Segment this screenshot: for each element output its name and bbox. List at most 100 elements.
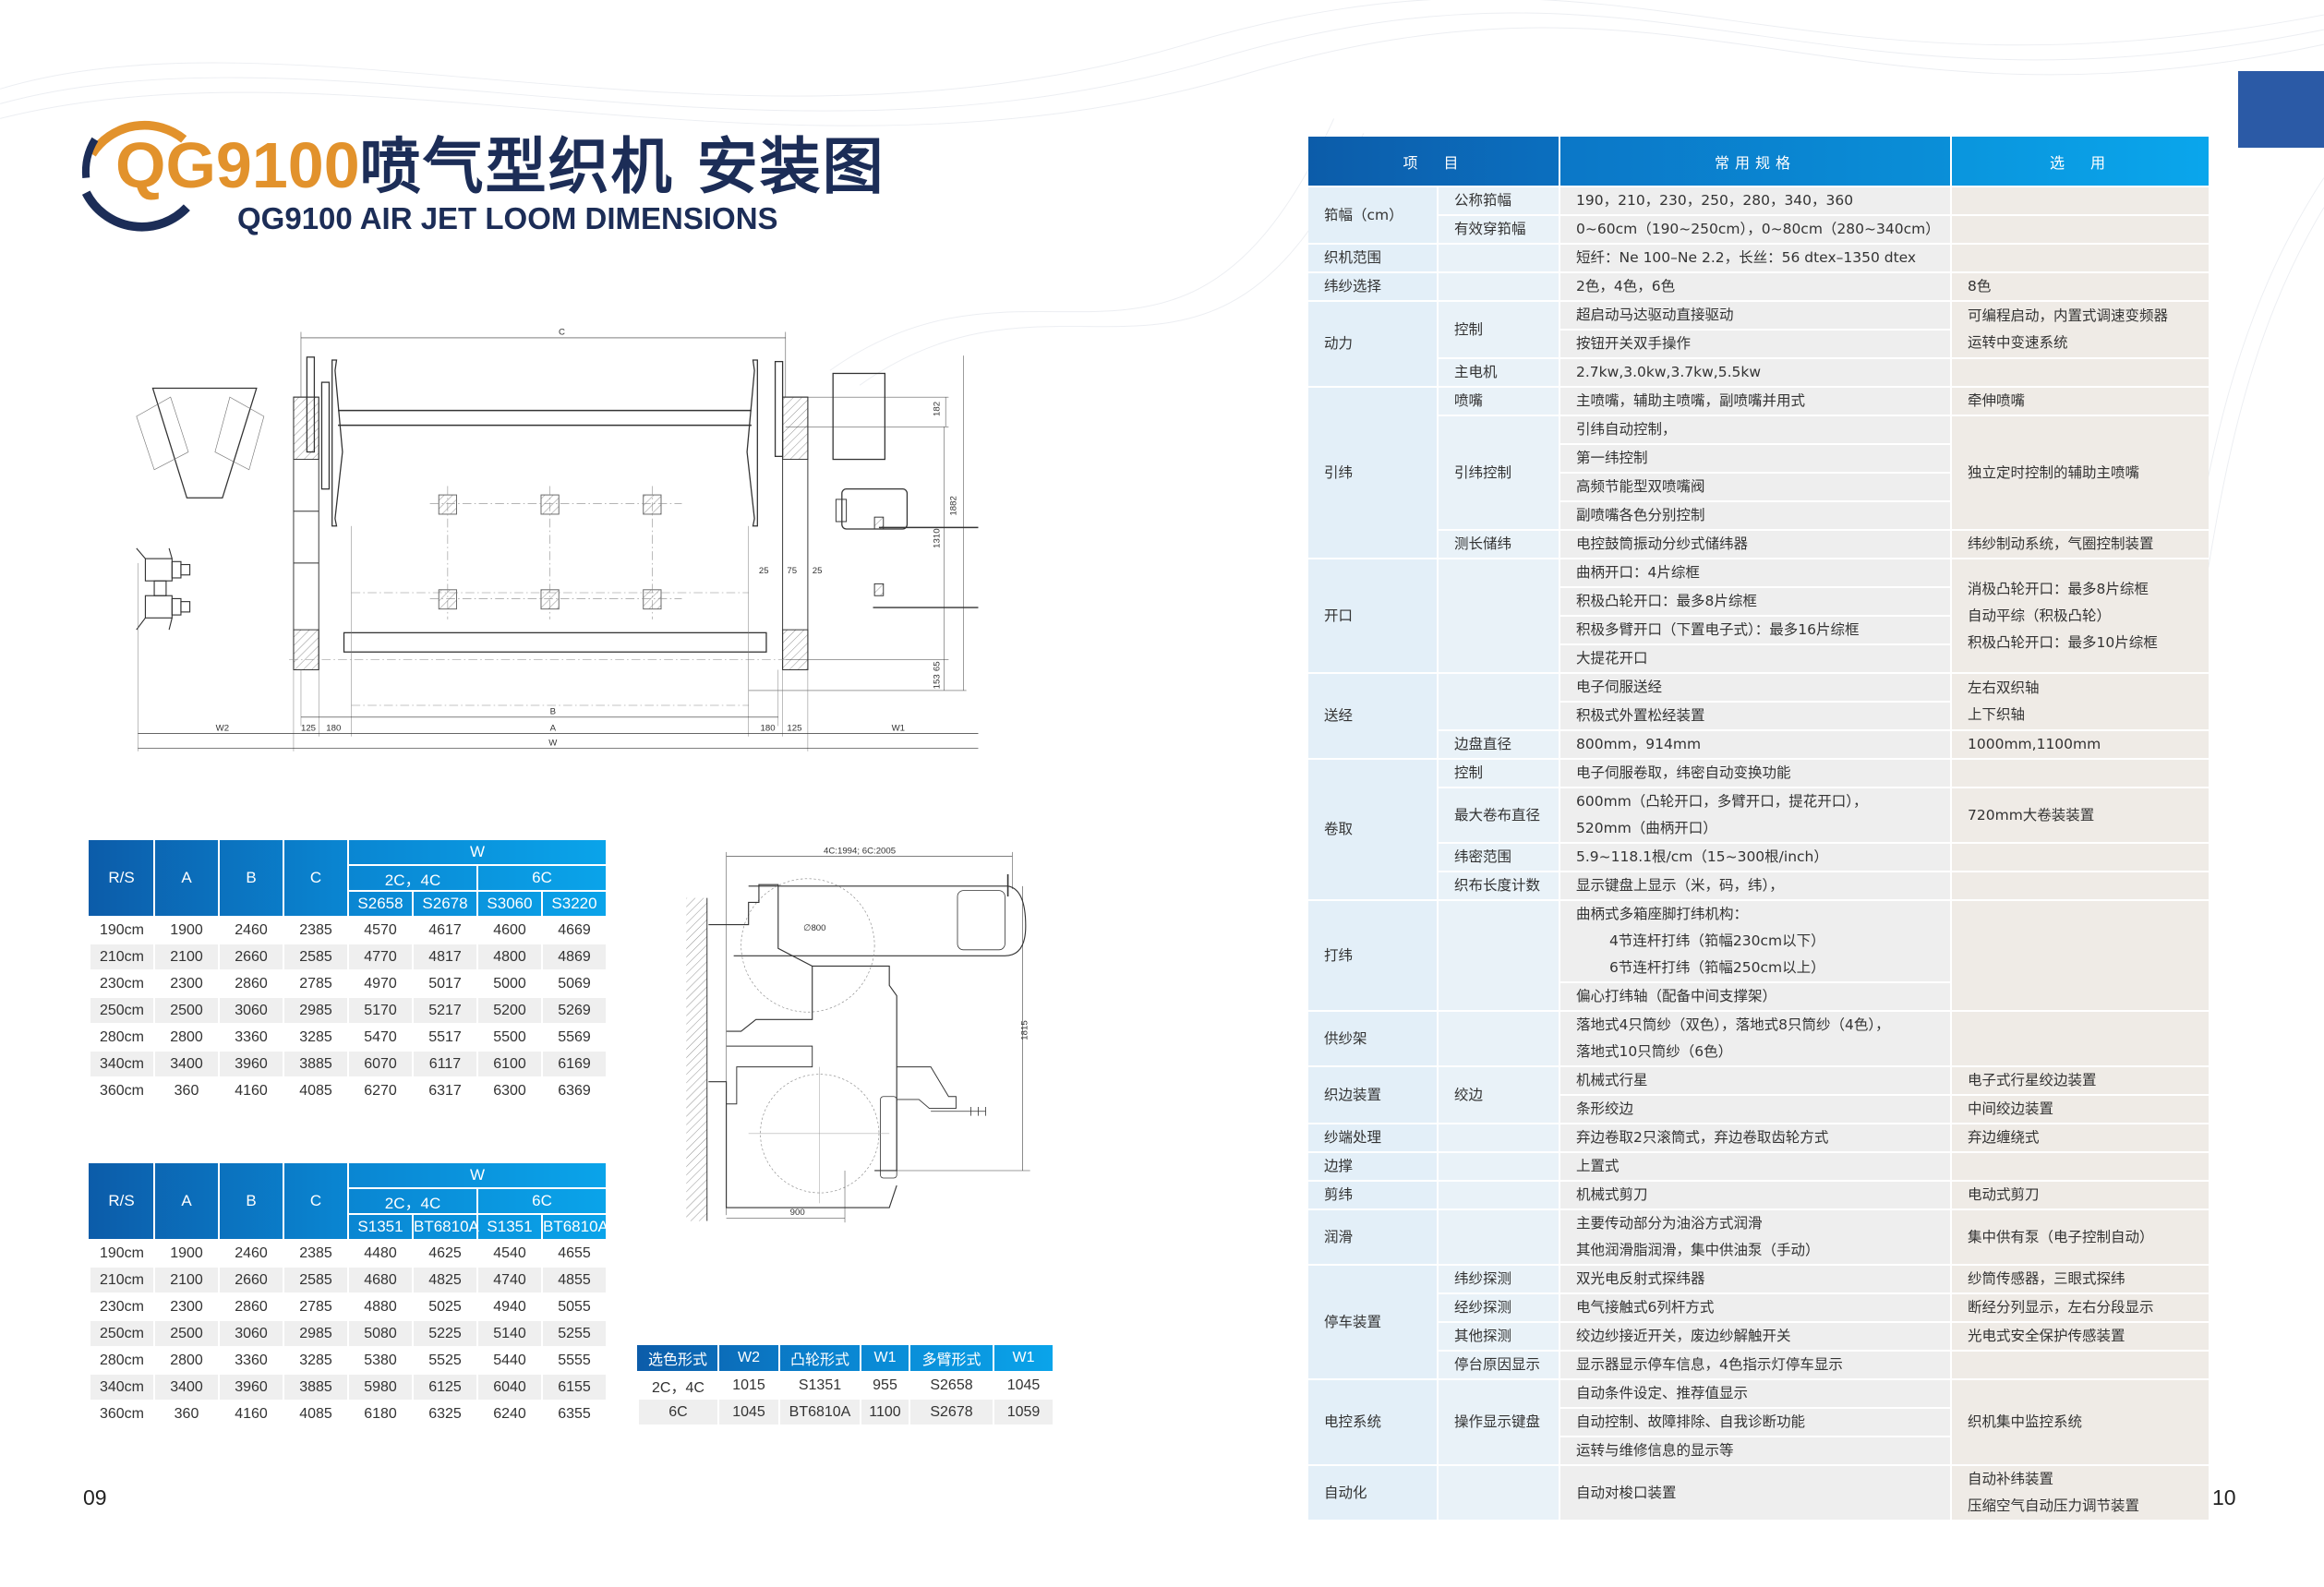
spec-option: 纬纱制动系统，气圈控制装置 — [1950, 529, 2210, 559]
spec-option: 纱筒传感器，三眼式探纬 — [1950, 1264, 2210, 1294]
spec-value: 800mm，914mm — [1559, 729, 1953, 760]
table-cell: 210cm — [89, 1266, 155, 1294]
spec-row: 织布长度计数显示键盘上显示（米，码，纬）， — [1308, 871, 2210, 901]
table-cell: 6317 — [412, 1076, 478, 1105]
dim-label-c: C — [559, 328, 565, 338]
table-cell: 6300 — [476, 1076, 543, 1105]
table-cell: 2800 — [153, 1023, 220, 1052]
table-cell: 6325 — [412, 1400, 478, 1428]
table-cell: 4800 — [476, 943, 543, 971]
spec-value: 机械式行星 — [1559, 1065, 1953, 1096]
spec-sub — [1436, 243, 1561, 273]
header-standard: 常用规格 — [1559, 137, 1953, 187]
table-cell: 4855 — [541, 1266, 608, 1294]
table-cell: 360cm — [89, 1076, 155, 1105]
spec-row: 积极式外置松经装置 — [1308, 701, 2209, 731]
table-cell: 2500 — [153, 996, 220, 1025]
spec-sub: 引纬控制 — [1436, 415, 1561, 531]
col-a: A — [153, 840, 220, 918]
table-cell: 4625 — [412, 1239, 478, 1268]
spec-option — [1950, 871, 2210, 901]
table-cell: 2100 — [153, 943, 220, 971]
table-cell: S1351 — [778, 1371, 861, 1400]
table-cell: 5525 — [412, 1346, 478, 1375]
spec-item: 开口 — [1308, 558, 1439, 674]
spec-value: 运转与维修信息的显示等 — [1559, 1436, 1953, 1466]
spec-sub — [1436, 1208, 1561, 1266]
spec-value: 积极多臂开口（下置电子式）：最多16片综框 — [1559, 615, 1953, 645]
spec-value: 600mm（凸轮开口，多臂开口，提花开口），520mm（曲柄开口） — [1559, 787, 1953, 844]
table-cell: 6169 — [541, 1050, 608, 1078]
spec-value: 自动对梭口装置 — [1559, 1464, 1953, 1521]
col-c: C — [283, 840, 349, 918]
spec-row: 引纬喷嘴主喷嘴，辅助主喷嘴，副喷嘴并用式牵伸喷嘴 — [1308, 386, 2210, 559]
table-cell: 6C — [637, 1398, 719, 1426]
table-cell: 2800 — [153, 1346, 220, 1375]
page-number-left: 09 — [83, 1485, 107, 1509]
spec-option: 720mm大卷装装置 — [1950, 787, 2210, 844]
spec-item: 送经 — [1308, 672, 1439, 760]
table-cell: 6180 — [347, 1400, 414, 1428]
col-sub: S2658 — [347, 891, 414, 918]
spec-value-line: 落地式4只筒纱（双色），落地式8只筒纱（4色）， — [1576, 1016, 1890, 1033]
spec-value: 短纤：Ne 100–Ne 2.2，长丝：56 dtex–1350 dtex — [1559, 243, 1953, 273]
spec-option — [1950, 1350, 2210, 1380]
table-cell: 4540 — [476, 1239, 543, 1268]
dim-label-153: 153 — [933, 674, 943, 689]
diameter-label: ∅800 — [803, 923, 825, 933]
side-view-drawing: 4C:1994; 6C:2005 ∅800 1815 900 — [686, 847, 1030, 1223]
spec-option: 集中供有泵（电子控制自动） — [1950, 1208, 2210, 1266]
spec-row: 开口曲柄开口：4片综框消极凸轮开口：最多8片综框自动平综（积极凸轮）积极凸轮开口… — [1308, 558, 2210, 674]
table-cell: 1045 — [717, 1398, 780, 1426]
dim-label-a: A — [550, 723, 557, 733]
table-cell: 2985 — [283, 996, 349, 1025]
spec-sub — [1436, 1180, 1561, 1210]
header-item: 项 目 — [1308, 137, 1561, 187]
spec-option: 断经分列显示，左右分段显示 — [1950, 1292, 2210, 1323]
table-cell: 190cm — [89, 916, 155, 944]
table-cell: 2385 — [283, 916, 349, 944]
spec-row: 按钮开关双手操作 — [1308, 329, 2209, 359]
table-cell: 2C，4C — [637, 1371, 719, 1400]
table-cell: 5380 — [347, 1346, 414, 1375]
spec-value-line: 6节连杆打纬（筘幅250cm以上） — [1609, 959, 1825, 976]
spec-row: 经纱探测电气接触式6列杆方式断经分列显示，左右分段显示 — [1308, 1292, 2210, 1323]
spec-option-line: 左右双织轴 — [1968, 679, 2040, 696]
table-cell: 2785 — [283, 969, 349, 998]
spec-value: 2.7kw,3.0kw,3.7kw,5.5kw — [1559, 357, 1953, 388]
spec-sub: 其他探测 — [1436, 1321, 1561, 1352]
spec-item: 卷取 — [1308, 758, 1439, 901]
col-c: C — [283, 1163, 349, 1241]
spec-row: 送经电子伺服送经左右双织轴上下织轴 — [1308, 672, 2210, 760]
spec-sub: 控制 — [1436, 758, 1561, 788]
spec-value: 副喷嘴各色分别控制 — [1559, 500, 1953, 531]
col-sub: S3060 — [476, 891, 543, 918]
spec-row: 积极凸轮开口：最多8片综框 — [1308, 586, 2209, 617]
dim-label-w1: W1 — [892, 723, 905, 733]
spec-item: 停车装置 — [1308, 1264, 1439, 1380]
table-cell: 4085 — [283, 1400, 349, 1428]
table-cell: 4680 — [347, 1266, 414, 1294]
dim-label-w2: W2 — [216, 723, 229, 733]
spec-sub: 绞边 — [1436, 1065, 1561, 1124]
spec-item: 打纬 — [1308, 899, 1439, 1012]
table-cell: 3285 — [283, 1346, 349, 1375]
table-cell: 2660 — [218, 943, 284, 971]
spec-value: 电气接触式6列杆方式 — [1559, 1292, 1953, 1323]
table-cell: 230cm — [89, 1292, 155, 1321]
col-group-2c4c: 2C，4C — [347, 865, 478, 892]
spec-value: 0~60cm（190~250cm），0~80cm（280~340cm） — [1559, 214, 1953, 245]
spec-sub: 测长储纬 — [1436, 529, 1561, 559]
spec-value: 积极凸轮开口：最多8片综框 — [1559, 586, 1953, 617]
table-cell: S2658 — [909, 1371, 994, 1400]
table-cell: 4740 — [476, 1266, 543, 1294]
table-cell: 4480 — [347, 1239, 414, 1268]
spec-row: 其他探测绞边纱接近开关，废边纱解触开关光电式安全保护传感装置 — [1308, 1321, 2210, 1352]
